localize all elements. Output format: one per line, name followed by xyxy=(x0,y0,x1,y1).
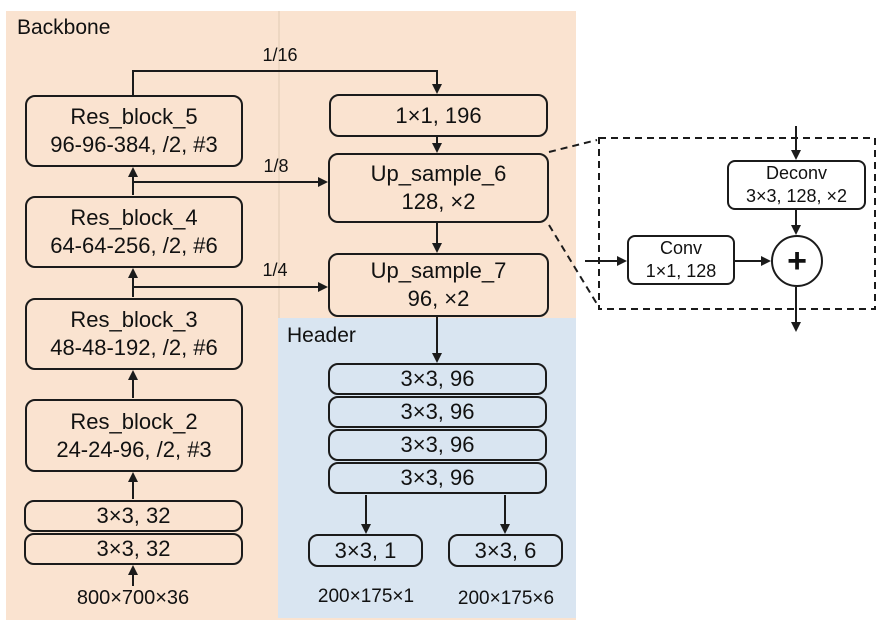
stem-conv-1-box: 3×3, 32 xyxy=(24,500,243,532)
skip-label-1-8: 1/8 xyxy=(263,156,289,176)
up-sample-6-name: Up_sample_6 xyxy=(370,161,507,186)
deconv-name: Deconv xyxy=(765,163,828,183)
lateral-conv-label: 1×1, 196 xyxy=(395,102,482,128)
conv-box: Conv 1×1, 128 xyxy=(627,235,735,285)
backbone-title: Backbone xyxy=(17,16,111,39)
res-block-4-name: Res_block_4 xyxy=(70,205,198,230)
detail-dashed-frame xyxy=(598,137,876,310)
output-conv-2-label: 3×3, 6 xyxy=(474,537,537,563)
res-block-4-spec: 64-64-256, /2, #6 xyxy=(50,233,218,258)
header-conv-1-label: 3×3, 96 xyxy=(400,366,475,391)
skip-label-1-4: 1/4 xyxy=(262,260,288,280)
header-conv-3-box: 3×3, 96 xyxy=(328,429,547,461)
header-title: Header xyxy=(287,324,356,347)
header-conv-2-label: 3×3, 96 xyxy=(400,399,475,424)
stem-conv-2-box: 3×3, 32 xyxy=(24,533,243,565)
res-block-3-name: Res_block_3 xyxy=(70,307,198,332)
output-shape-1-label: 200×175×1 xyxy=(317,586,415,607)
deconv-spec: 3×3, 128, ×2 xyxy=(745,186,848,206)
res-block-3-spec: 48-48-192, /2, #6 xyxy=(50,335,218,360)
detail-callout-top-line xyxy=(548,139,598,153)
stem-conv-1-label: 3×3, 32 xyxy=(96,503,171,528)
input-shape-label: 800×700×36 xyxy=(76,587,190,609)
detail-callout-bottom-line xyxy=(548,224,598,305)
res-block-2-spec: 24-24-96, /2, #3 xyxy=(56,436,212,462)
up-sample-7-box: Up_sample_7 96, ×2 xyxy=(328,253,549,317)
res-block-5-name: Res_block_5 xyxy=(70,104,198,129)
plus-icon: + xyxy=(787,242,807,280)
header-conv-1-box: 3×3, 96 xyxy=(328,363,547,395)
skip-label-1-16: 1/16 xyxy=(262,45,298,65)
header-conv-4-label: 3×3, 96 xyxy=(400,465,475,490)
up-sample-7-spec: 96, ×2 xyxy=(407,286,470,311)
up-sample-7-name: Up_sample_7 xyxy=(370,258,507,283)
res-block-3-box: Res_block_3 48-48-192, /2, #6 xyxy=(25,298,243,370)
res-block-5-box: Res_block_5 96-96-384, /2, #3 xyxy=(25,95,243,167)
header-conv-4-box: 3×3, 96 xyxy=(328,462,547,494)
up-sample-6-spec: 128, ×2 xyxy=(401,189,476,214)
arrow-skip-1-16 xyxy=(132,70,442,95)
stem-conv-2-label: 3×3, 32 xyxy=(96,536,171,561)
output-shape-2-label: 200×175×6 xyxy=(457,588,555,609)
header-conv-2-box: 3×3, 96 xyxy=(328,396,547,428)
lateral-conv-box: 1×1, 196 xyxy=(329,94,548,137)
conv-name: Conv xyxy=(659,238,703,258)
res-block-2-box: Res_block_2 24-24-96, /2, #3 xyxy=(25,399,243,472)
conv-spec: 1×1, 128 xyxy=(645,261,717,281)
res-block-2-name: Res_block_2 xyxy=(70,408,198,434)
sum-node: + xyxy=(771,235,823,287)
res-block-5-spec: 96-96-384, /2, #3 xyxy=(50,132,218,157)
output-conv-1-label: 3×3, 1 xyxy=(334,537,397,563)
output-conv-2-box: 3×3, 6 xyxy=(448,534,563,567)
up-sample-6-box: Up_sample_6 128, ×2 xyxy=(328,153,549,223)
output-conv-1-box: 3×3, 1 xyxy=(308,534,423,567)
deconv-box: Deconv 3×3, 128, ×2 xyxy=(727,160,866,210)
header-conv-3-label: 3×3, 96 xyxy=(400,432,475,457)
res-block-4-box: Res_block_4 64-64-256, /2, #6 xyxy=(25,196,243,268)
